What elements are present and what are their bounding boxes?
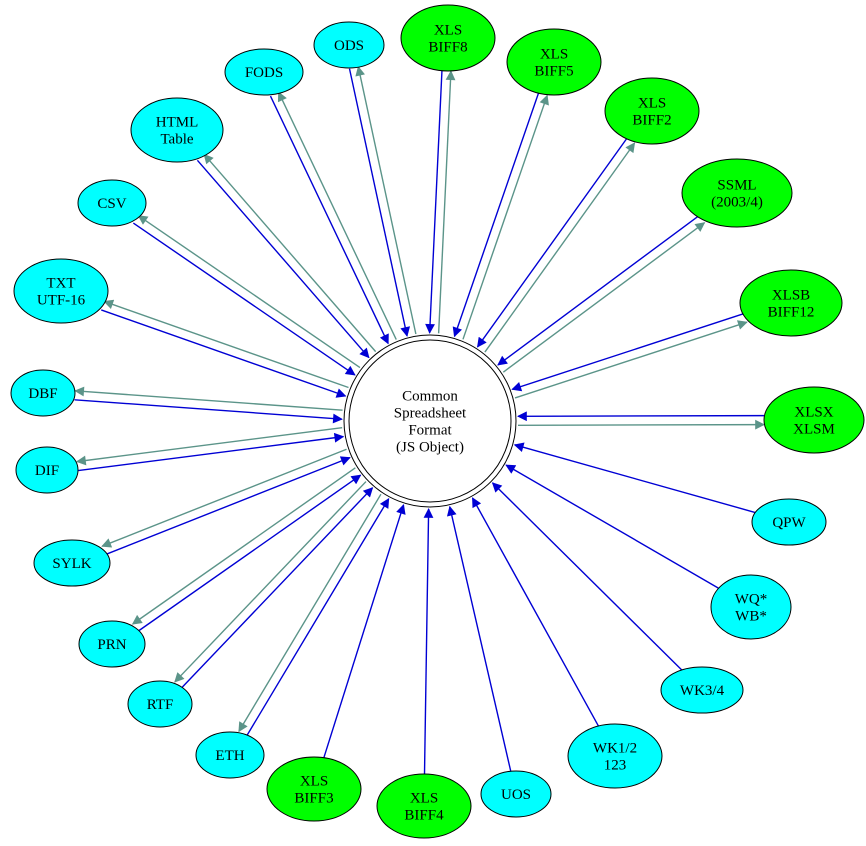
node-xls-biff8 xyxy=(400,4,496,72)
edge-xls-biff4-read xyxy=(423,508,434,775)
node-wq-wb-label: WQ*WB* xyxy=(735,592,768,625)
edge-xls-biff5-write xyxy=(462,94,549,340)
node-dif xyxy=(15,446,79,494)
node-wk34 xyxy=(660,666,744,714)
edge-eth-write xyxy=(238,493,382,733)
node-xls-biff4 xyxy=(376,773,472,839)
node-xls-biff5 xyxy=(506,28,602,96)
node-eth-label: ETH xyxy=(215,748,244,764)
node-uos-label: UOS xyxy=(501,787,531,803)
node-csv xyxy=(77,179,147,227)
edge-fods-write xyxy=(277,91,397,340)
node-ods xyxy=(313,21,385,69)
edge-ssml-write xyxy=(502,222,706,373)
edge-wk34-read xyxy=(491,482,683,671)
node-rtf-label: RTF xyxy=(147,697,174,713)
node-wk34-label: WK3/4 xyxy=(680,683,725,699)
node-sylk xyxy=(33,539,111,587)
edge-xls-biff3-read xyxy=(323,503,406,758)
node-ssml xyxy=(681,158,793,228)
edge-html-table-write xyxy=(203,153,377,353)
node-dbf xyxy=(10,369,76,417)
edge-ods-read xyxy=(348,68,411,337)
edge-uos-read xyxy=(446,505,512,772)
node-html-table xyxy=(130,97,224,163)
edge-eth-read xyxy=(246,497,390,737)
node-txt-utf16 xyxy=(13,258,109,324)
edge-xls-biff2-read xyxy=(477,137,628,348)
edge-txt-utf16-write xyxy=(103,299,349,389)
center-inner-circle xyxy=(348,339,512,503)
edge-xls-biff8-write xyxy=(437,70,456,334)
node-ods-label: ODS xyxy=(334,38,364,54)
node-sylk-label: SYLK xyxy=(52,556,91,572)
node-csv-label: CSV xyxy=(97,196,126,212)
edge-wk12-123-read xyxy=(471,497,600,727)
edge-sylk-write xyxy=(101,448,347,548)
edge-dif-read xyxy=(78,432,345,472)
center-outer-circle xyxy=(343,334,517,508)
edge-dif-write xyxy=(76,427,343,466)
node-xlsb-biff12 xyxy=(739,269,843,337)
node-qpw xyxy=(751,498,827,546)
edge-csv-read xyxy=(132,222,356,376)
edge-xls-biff2-write xyxy=(484,142,636,353)
node-xlsx-xlsm xyxy=(763,386,865,454)
edge-txt-utf16-read xyxy=(101,309,347,398)
edge-xlsb-biff12-read xyxy=(511,312,745,392)
node-rtf xyxy=(127,680,193,728)
edge-dbf-read xyxy=(74,399,343,424)
edge-ssml-read xyxy=(497,214,700,366)
edges xyxy=(74,65,765,775)
node-wk12-123 xyxy=(567,723,663,789)
node-fods-label: FODS xyxy=(245,65,283,81)
edge-xlsx-xlsm-write xyxy=(518,419,765,430)
edge-html-table-read xyxy=(196,159,370,359)
node-xls-biff3 xyxy=(266,756,362,822)
edge-xlsb-biff12-write xyxy=(514,320,748,399)
node-eth xyxy=(195,731,265,779)
node-prn xyxy=(78,620,146,668)
edge-xlsx-xlsm-read xyxy=(517,411,764,422)
edge-fods-read xyxy=(269,95,389,345)
node-dbf-label: DBF xyxy=(28,386,57,402)
node-ssml-label: SSML(2003/4) xyxy=(711,178,763,211)
edge-xls-biff5-read xyxy=(452,92,540,338)
edge-ods-write xyxy=(355,65,417,335)
edge-sylk-read xyxy=(105,456,351,556)
node-fods xyxy=(224,48,304,96)
edge-prn-write xyxy=(131,467,356,625)
edge-rtf-write xyxy=(174,481,367,683)
node-qpw-label: QPW xyxy=(772,515,806,531)
edge-csv-write xyxy=(137,215,361,369)
edge-qpw-read xyxy=(513,442,756,514)
edge-wq-wb-read xyxy=(505,464,719,589)
node-uos xyxy=(480,770,552,818)
edge-xls-biff8-read xyxy=(425,70,443,334)
node-prn-label: PRN xyxy=(97,637,126,653)
edge-prn-read xyxy=(137,474,362,632)
edge-rtf-read xyxy=(180,487,374,689)
node-xls-biff2 xyxy=(604,77,700,145)
edge-dbf-write xyxy=(74,386,343,411)
node-wq-wb xyxy=(710,574,792,640)
node-dif-label: DIF xyxy=(35,463,59,479)
